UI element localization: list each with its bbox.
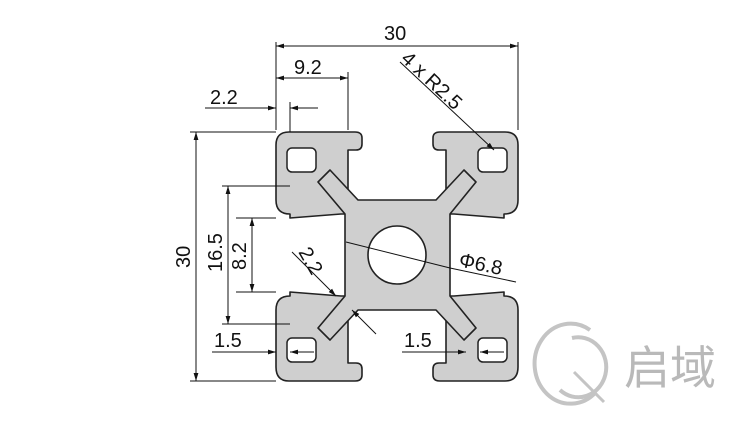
- label-center-bore: Φ6.8: [457, 249, 504, 280]
- label-slot-offset: 9.2: [294, 57, 322, 79]
- corner-cavities: [286, 147, 508, 363]
- dimension-lines: [190, 42, 519, 382]
- cavity-bottom-left: [286, 337, 317, 363]
- label-wall-left: 1.5: [214, 330, 242, 352]
- label-inner-span: 16.5: [205, 233, 227, 272]
- label-width-overall: 30: [384, 23, 406, 45]
- cavity-top-right: [477, 147, 508, 173]
- leader-corner-radius: [399, 61, 495, 151]
- watermark-text: 启域: [624, 341, 716, 395]
- label-corner-radius: 4 x R2.5: [397, 48, 466, 115]
- leader-center-bore: [345, 241, 451, 269]
- label-web-thickness: 2.2: [294, 244, 327, 279]
- label-slot-opening: 8.2: [229, 242, 251, 270]
- dim-line-web: [291, 251, 337, 297]
- cavity-top-left: [286, 147, 317, 173]
- label-lip-thickness: 2.2: [210, 87, 238, 109]
- watermark-logo: 启域: [532, 321, 716, 406]
- cavity-bottom-right: [477, 337, 508, 363]
- label-height-overall: 30: [173, 246, 195, 268]
- logo-q-icon: [532, 321, 609, 406]
- label-wall-right: 1.5: [404, 330, 432, 352]
